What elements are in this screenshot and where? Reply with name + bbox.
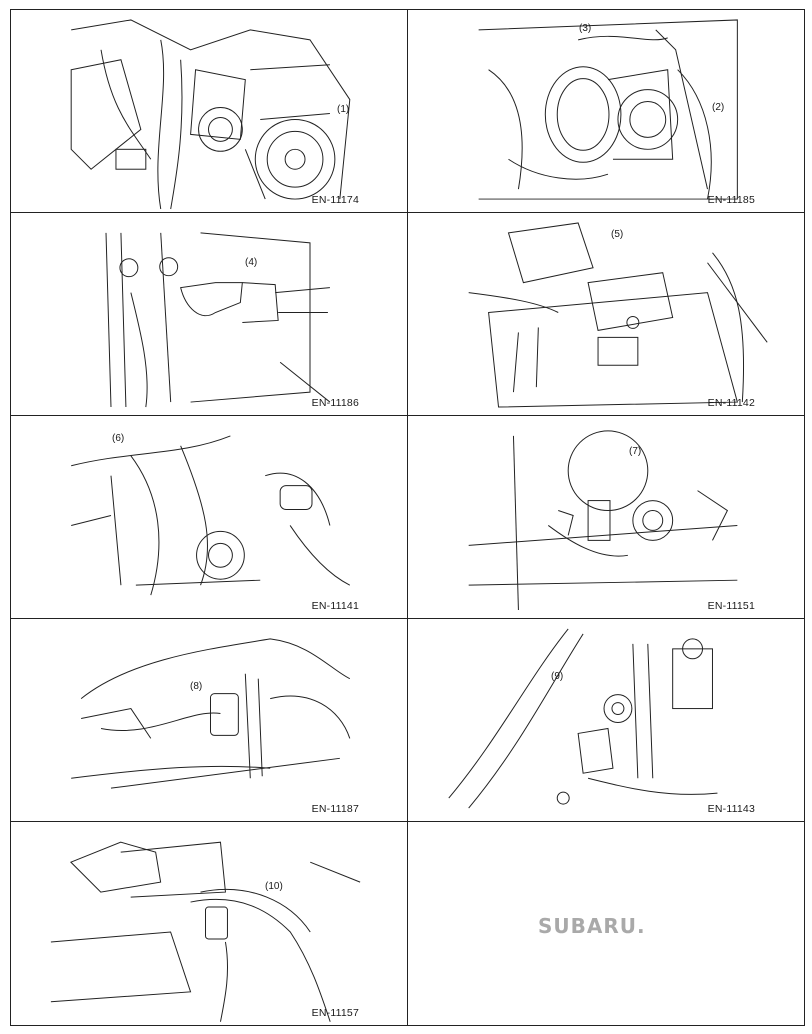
callout-label: (7) [629,446,642,457]
figure-code: EN-11143 [707,803,755,815]
figure-panel-7: (8) EN-11187 [11,619,408,822]
engine-illustration-1 [70,19,351,210]
figure-code: EN-11142 [707,397,755,409]
callout-label: (4) [245,257,258,268]
figure-code: EN-11151 [707,600,755,612]
figure-panel-2: (3) (2) EN-11185 [408,10,805,213]
figure-panel-9: (10) EN-11157 [11,822,408,1025]
figure-panel-3: (4) EN-11186 [11,213,408,416]
callout-label: (2) [712,102,725,113]
figure-panel-6: (7) EN-11151 [408,416,805,619]
figure-code: EN-11186 [311,397,359,409]
figure-panel-1: (1) EN-11174 [11,10,408,213]
engine-illustration-3 [105,232,331,408]
engine-illustration-7 [71,638,351,789]
figure-code: EN-11157 [311,1007,359,1019]
engine-illustration-4 [468,222,768,408]
figure-code: EN-11187 [311,803,359,815]
figure-grid: (1) EN-11174 (3) (2) EN-11185 [11,10,805,1025]
figure-panel-4: (5) EN-11142 [408,213,805,416]
callout-label: (1) [337,104,350,115]
callout-label: (3) [579,23,592,34]
figure-code: EN-11185 [707,194,755,206]
logo-panel: SUBARU. [408,822,805,1025]
figure-panel-8: (9) EN-11143 [408,619,805,822]
callout-label: (10) [265,881,283,892]
callout-label: (5) [611,229,624,240]
figure-code: EN-11141 [311,600,359,612]
engine-illustration-9 [50,841,361,1022]
figure-code: EN-11174 [311,194,359,206]
engine-illustration-2 [478,19,738,200]
engine-illustration-6 [468,430,738,611]
callout-label: (8) [190,681,203,692]
figure-sheet: (1) EN-11174 (3) (2) EN-11185 [10,9,805,1026]
callout-label: (6) [112,433,125,444]
figure-panel-5: (6) EN-11141 [11,416,408,619]
engine-illustration-8 [448,628,718,809]
callout-label: (9) [551,671,564,682]
engine-illustration-5 [71,435,351,596]
brand-logo: SUBARU. [538,914,646,938]
